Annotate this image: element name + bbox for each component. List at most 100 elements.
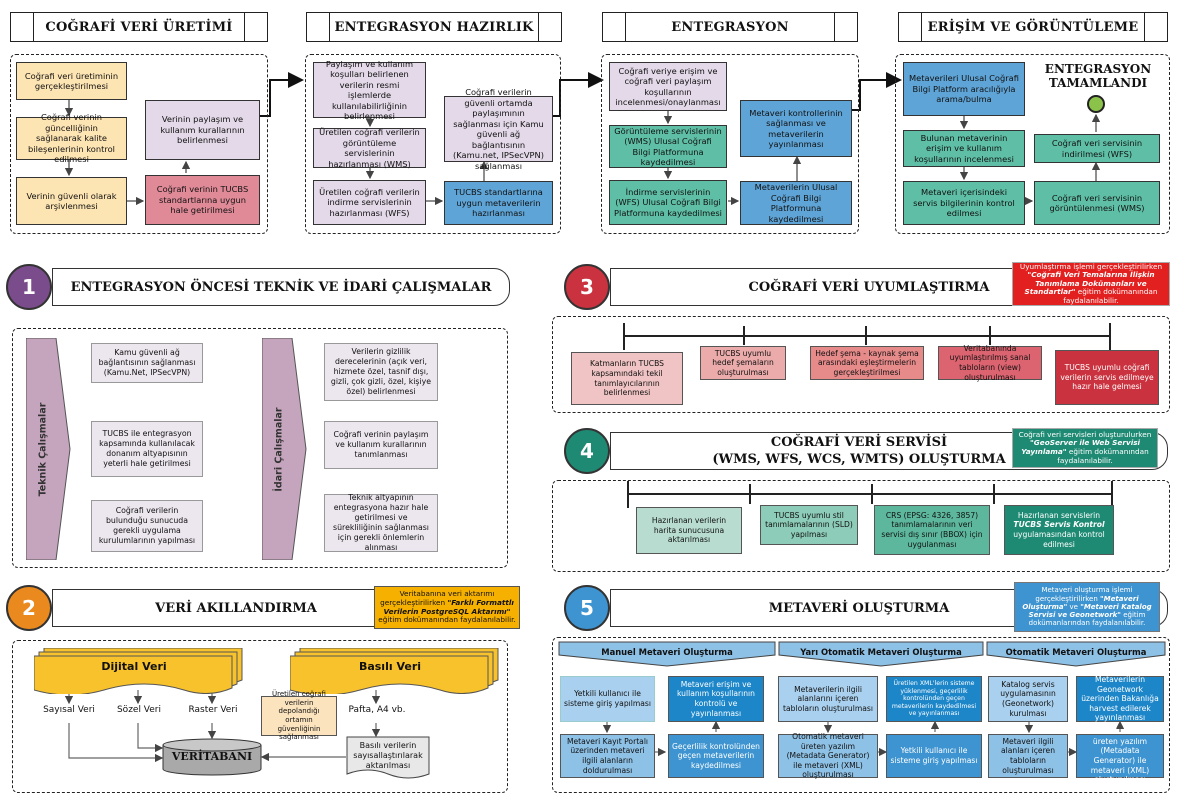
section-1-number: 1 [6, 264, 52, 310]
teknik-arrow-shape [26, 338, 71, 560]
servis-step: TUCBS uyumlu stil tanımlamalarının (SLD)… [760, 505, 858, 545]
section-4-title: COĞRAFİ VERİ SERVİSİ(WMS, WFS, WCS, WMTS… [610, 432, 1168, 470]
meta-step: Metaveri erişim ve kullanım koşullarının… [668, 676, 764, 722]
uyum-step: TUCBS uyumlu hedef şemaların oluşturulma… [700, 346, 786, 380]
meta-step: Metaveri Kayıt Portalı üzerinden metaver… [560, 734, 655, 778]
section-5-panel [552, 637, 1170, 793]
flow-box: Coğrafi veri servisinin görüntülenmesi (… [1034, 181, 1160, 225]
header-erisim-goruntuleme: ERİŞİM VE GÖRÜNTÜLEME [898, 12, 1168, 42]
panel-cografi-veri-uretimi [10, 54, 268, 234]
section-3-note: Uyumlaştırma işlemi gerçekleştirilirken … [1012, 262, 1170, 306]
database-cylinder-icon [162, 738, 262, 776]
servis-step: Hazırlanan verilerin harita sunucusuna a… [636, 507, 742, 554]
servis-step: Hazırlanan servislerin TUCBS Servis Kont… [1004, 505, 1114, 555]
raster-veri: Raster Veri [188, 705, 238, 715]
uyum-step: Veritabanında uyumlaştırılmış sanal tabl… [938, 344, 1042, 382]
teknik-label: Teknik Çalışmalar [37, 402, 49, 496]
section-4-note: Coğrafi veri servisleri oluşturulurken "… [1012, 428, 1158, 468]
meta-step: Otomatik metaveri üreten yazılım (Metada… [1076, 727, 1164, 784]
veritabani-label: VERİTABANI [171, 750, 253, 763]
flow-box: Coğrafi verinin TUCBS standartlarına uyg… [145, 175, 260, 225]
idari-item: Teknik altyapının entegrasyona hazır hal… [324, 493, 438, 552]
header-entegrasyon: ENTEGRASYON [602, 12, 858, 42]
basili-document-shape [346, 736, 430, 779]
meta-step: Otomatik metaveri üreten yazılım (Metada… [778, 732, 878, 779]
yari-banner-shape [778, 641, 984, 667]
flow-box: Üretilen coğrafi verilerin görüntüleme s… [313, 127, 426, 169]
meta-step: Metaverilerin Geonetwork üzerinden Bakan… [1076, 675, 1164, 722]
meta-step: Yetkili kullanıcı ile sisteme giriş yapı… [560, 676, 655, 722]
idari-arrow-shape [262, 338, 307, 560]
manuel-metaveri-label: Manuel Metaveri Oluşturma [601, 647, 733, 657]
dijital-veri-banner [34, 648, 243, 694]
section-1-panel [12, 328, 508, 568]
flow-box: Coğrafi veri üretiminin gerçekleştirilme… [16, 62, 127, 100]
section-5-number: 5 [564, 585, 610, 631]
basili-veri-aktarim: Basılı verilerin sayısallaştırılarak akt… [353, 741, 423, 770]
meta-step: Yetkili kullanıcı ile sisteme giriş yapı… [886, 734, 982, 778]
teknik-item: Coğrafi verilerin bulunduğu sunucuda ger… [91, 500, 203, 552]
panel-entegrasyon [601, 54, 859, 234]
flow-box: Coğrafi verilerin güvenli ortamda paylaş… [444, 87, 553, 171]
uyum-step: TUCBS uyumlu coğrafi verilerin servis ed… [1055, 350, 1159, 405]
panel-entegrasyon-hazirlik [305, 54, 561, 234]
completion-circle-icon [1087, 95, 1105, 113]
flow-box: Verinin güvenli olarak arşivlenmesi [16, 177, 127, 225]
basili-veri-banner [290, 648, 499, 694]
meta-step: Metaveri ilgili alanları içeren tablolar… [988, 734, 1068, 778]
header-label: ENTEGRASYON HAZIRLIK [334, 19, 534, 35]
section-2-panel [12, 640, 508, 793]
header-label: ERİŞİM VE GÖRÜNTÜLEME [927, 19, 1139, 35]
sozel-veri: Sözel Veri [116, 705, 162, 715]
flow-box: Coğrafi verinin güncelliğinin sağlanarak… [16, 112, 127, 164]
flow-box: Metaveri içerisindeki servis bilgilerini… [903, 181, 1025, 225]
flow-box: Paylaşım ve kullanım koşulları belirlene… [313, 59, 426, 121]
section-3-panel [552, 316, 1170, 413]
dijital-veri-label: Dijital Veri [101, 659, 167, 673]
entegrasyon-tamamlandi-label: ENTEGRASYON TAMAMLANDI [1044, 62, 1152, 90]
section-1-title: ENTEGRASYON ÖNCESİ TEKNİK VE İDARİ ÇALIŞ… [52, 268, 510, 306]
header-entegrasyon-hazirlik: ENTEGRASYON HAZIRLIK [306, 12, 562, 42]
flow-box: Coğrafi veri servisinin indirilmesi (WFS… [1034, 134, 1160, 163]
header-label: ENTEGRASYON [671, 19, 789, 35]
flow-box: Bulunan metaverinin erişim ve kullanım k… [903, 130, 1025, 167]
uyum-step: Katmanların TUCBS kapsamındaki tekil tan… [571, 352, 683, 405]
flow-box: Verinin paylaşım ve kullanım kurallarını… [145, 100, 260, 160]
section-2-note: Veritabanına veri aktarımı gerçekleştiri… [374, 586, 520, 629]
idari-item: Verilerin gizlilik derecelerinin (açık v… [324, 343, 438, 401]
flow-box: Metaverileri Ulusal Coğrafi Bilgi Platfo… [903, 62, 1025, 116]
teknik-item: Kamu güvenli ağ bağlantısının sağlanması… [91, 343, 203, 383]
flow-box: İndirme servislerinin (WFS) Ulusal Coğra… [609, 180, 727, 225]
meta-step: Geçerlilik kontrolünden geçen metaverile… [668, 734, 764, 778]
meta-step: Üretilen XML'lerin sisteme yüklenmesi, g… [886, 676, 982, 722]
meta-step: Katalog servis uygulamasının (Geonetwork… [988, 676, 1068, 722]
section-2-number: 2 [6, 585, 52, 631]
section-4-panel [552, 480, 1170, 572]
yari-otomatik-label: Yarı Otomatik Metaveri Oluşturma [800, 647, 962, 657]
section-5-note: Metaveri oluşturma işlemi gerçekleştiril… [1014, 582, 1160, 632]
servis-step: CRS (EPSG: 4326, 3857) tanımlamalarının … [874, 505, 990, 555]
section-3-number: 3 [564, 264, 610, 310]
header-cografi-veri-uretimi: COĞRAFİ VERİ ÜRETİMİ [10, 12, 268, 42]
section-4-number: 4 [564, 428, 610, 474]
pafta-a4: Pafta, A4 vb. [348, 705, 406, 715]
basili-veri-label: Basılı Veri [358, 659, 422, 673]
meta-step: Metaverilerin ilgili alanlarını içeren t… [778, 676, 878, 722]
flow-box: Coğrafi veriye erişim ve coğrafi veri pa… [609, 62, 727, 111]
idari-item: Coğrafi verinin paylaşım ve kullanım kur… [324, 421, 438, 469]
flow-box: Metaverilerin Ulusal Coğrafi Bilgi Platf… [740, 181, 852, 225]
teknik-item: TUCBS ile entegrasyon kapsamında kullanı… [91, 421, 203, 477]
header-label: COĞRAFİ VERİ ÜRETİMİ [45, 19, 233, 35]
idari-label: İdari Çalışmalar [273, 406, 285, 492]
flow-box: Üretilen coğrafi verilerin indirme servi… [313, 180, 426, 225]
oto-banner-shape [986, 641, 1166, 667]
flow-box: TUCBS standartlarına uygun metaverilerin… [444, 181, 553, 225]
uyum-step: Hedef şema - kaynak şema arasındaki eşle… [810, 346, 924, 380]
manuel-banner-shape [558, 641, 776, 667]
otomatik-label: Otomatik Metaveri Oluşturma [1005, 647, 1147, 657]
flow-box: Metaveri kontrollerinin sağlanması ve me… [740, 100, 852, 157]
sayisal-veri: Sayısal Veri [43, 705, 95, 715]
flow-box: Görüntüleme servislerinin (WMS) Ulusal C… [609, 125, 727, 168]
panel-erisim [895, 54, 1170, 234]
